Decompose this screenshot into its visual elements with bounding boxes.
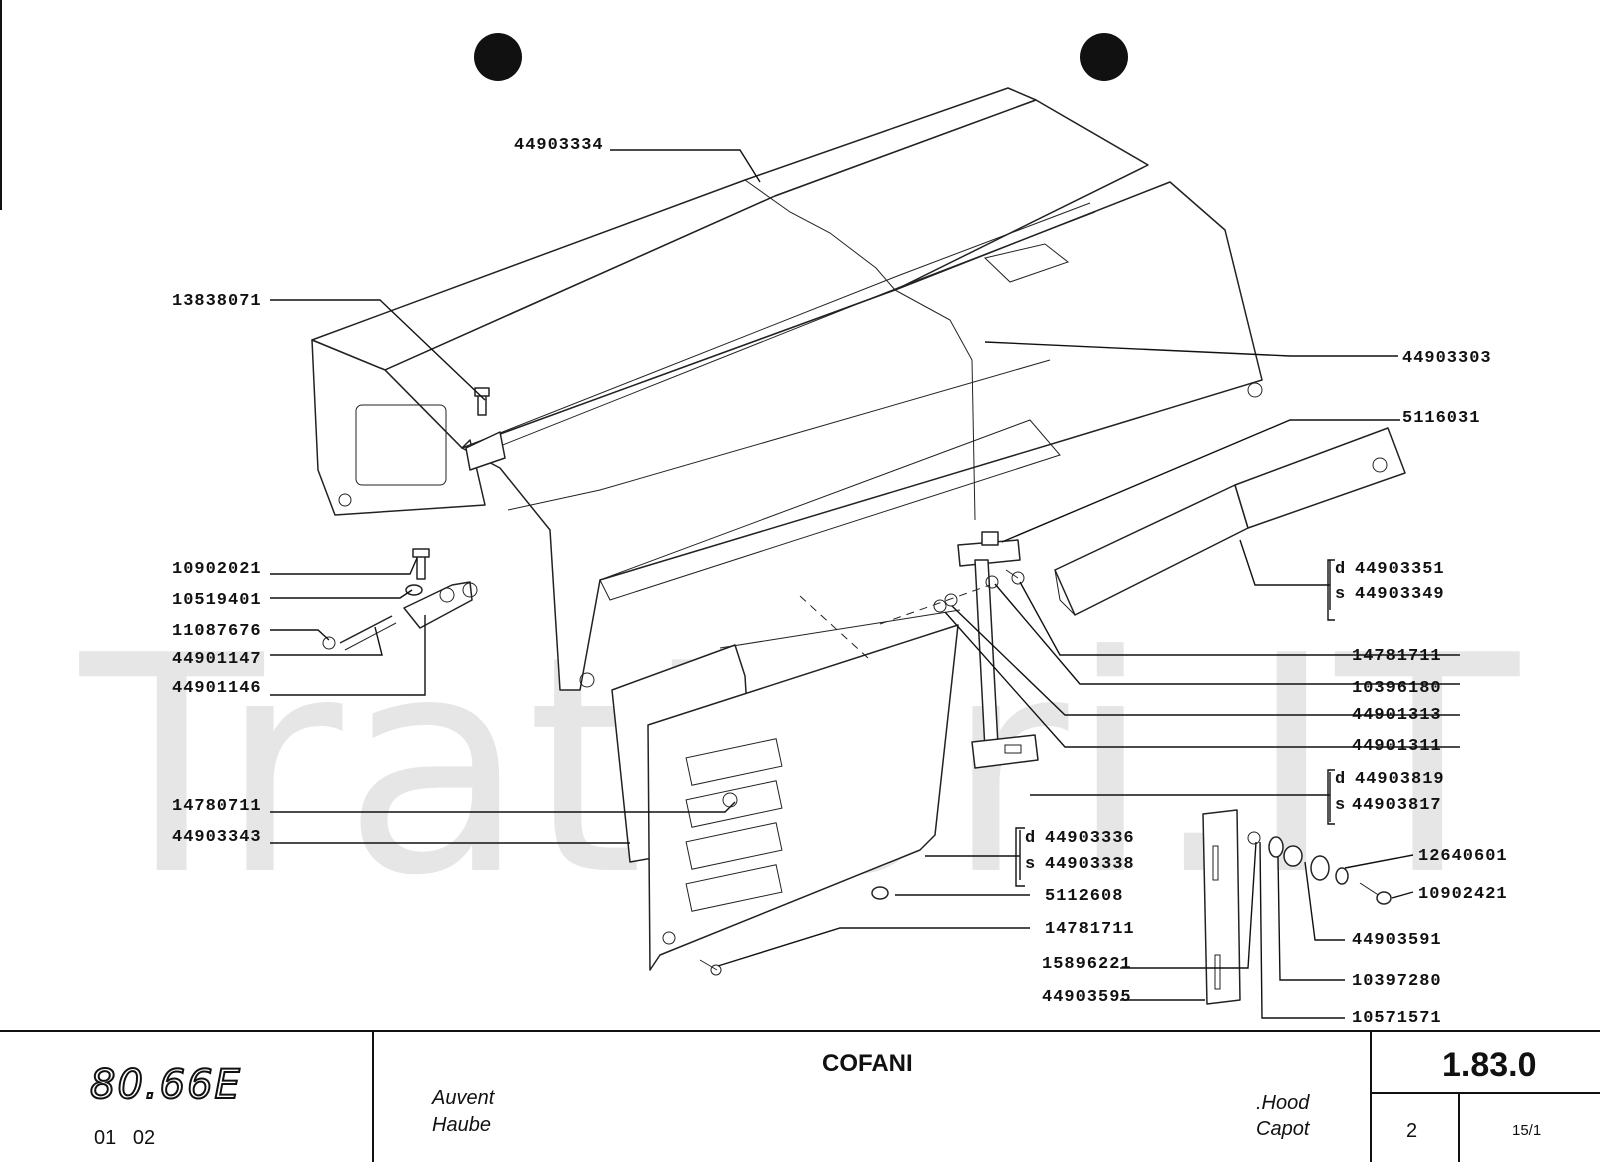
hood-drawing (311, 87, 1406, 1005)
part-label: 11087676 (172, 622, 262, 641)
title-block: 80.66E 01 02 COFANI Auvent Haube .Hood C… (0, 1030, 1600, 1162)
side-marker: s (1335, 585, 1346, 604)
model-codes: 01 02 (94, 1127, 156, 1149)
side-marker: d (1025, 829, 1036, 848)
part-label: 44903303 (1402, 349, 1492, 368)
leader-lines (270, 149, 1460, 1019)
part-label: 44901147 (172, 650, 262, 669)
title-french-2: Capot (1256, 1118, 1310, 1140)
page-ref: 15/1 (1512, 1122, 1542, 1139)
side-brackets (1015, 559, 1335, 887)
title-block-model-cell: 80.66E 01 02 (0, 1032, 374, 1162)
registration-dot-left (474, 33, 522, 81)
part-label: 44903351 (1355, 560, 1445, 579)
part-labels: 44903334 13838071 44903303 5116031 10902… (172, 136, 1508, 1028)
part-label: 44903343 (172, 828, 262, 847)
title-german: Haube (432, 1114, 491, 1136)
part-label: 44901311 (1352, 737, 1442, 756)
part-label: 12640601 (1418, 847, 1508, 866)
hood-end-face (311, 339, 486, 516)
hinge-pin (339, 615, 393, 644)
latch-plate (1202, 809, 1241, 1005)
part-label: 15896221 (1042, 955, 1132, 974)
part-label: 44903817 (1352, 796, 1442, 815)
title-block-ref-cell: 1.83.0 2 15/1 (1370, 1032, 1600, 1162)
side-rail-rear (1234, 427, 1406, 529)
side-marker: d (1335, 770, 1346, 789)
section-title: COFANI (822, 1050, 913, 1077)
part-label: 44903334 (514, 136, 604, 155)
part-label: 44903819 (1355, 770, 1445, 789)
part-label: 13838071 (172, 292, 262, 311)
part-label: 14781711 (1045, 920, 1135, 939)
part-label: 10397280 (1352, 972, 1442, 991)
part-label: 5112608 (1045, 887, 1123, 906)
part-label: 10902021 (172, 560, 262, 579)
part-label: 44901146 (172, 679, 262, 698)
registration-dot-right (1080, 33, 1128, 81)
part-label: 44903591 (1352, 931, 1442, 950)
part-label: 14781711 (1352, 647, 1442, 666)
title-french: Auvent (432, 1087, 495, 1109)
side-door-panel (647, 624, 959, 971)
part-label: 44903336 (1045, 829, 1135, 848)
page-number: 2 (1406, 1120, 1418, 1142)
part-label: 44903349 (1355, 585, 1445, 604)
part-label: 10902421 (1418, 885, 1508, 904)
section-number: 1.83.0 (1442, 1046, 1537, 1084)
part-label: 10396180 (1352, 679, 1442, 698)
part-label: 44903338 (1045, 855, 1135, 874)
title-english: .Hood (1256, 1092, 1310, 1114)
model-number: 80.66E (89, 1061, 242, 1109)
part-label: 5116031 (1402, 409, 1480, 428)
side-marker: d (1335, 560, 1346, 579)
part-label: 10571571 (1352, 1009, 1442, 1028)
side-marker: s (1335, 796, 1346, 815)
part-label: 14780711 (172, 797, 262, 816)
hood-side-panel (461, 181, 1263, 691)
part-label: 44901313 (1352, 706, 1442, 725)
part-label: 44903595 (1042, 988, 1132, 1007)
title-block-title-cell: COFANI Auvent Haube .Hood Capot (372, 1032, 1372, 1162)
hinge-bolt (416, 554, 426, 580)
part-label: 10519401 (172, 591, 262, 610)
side-marker: s (1025, 855, 1036, 874)
